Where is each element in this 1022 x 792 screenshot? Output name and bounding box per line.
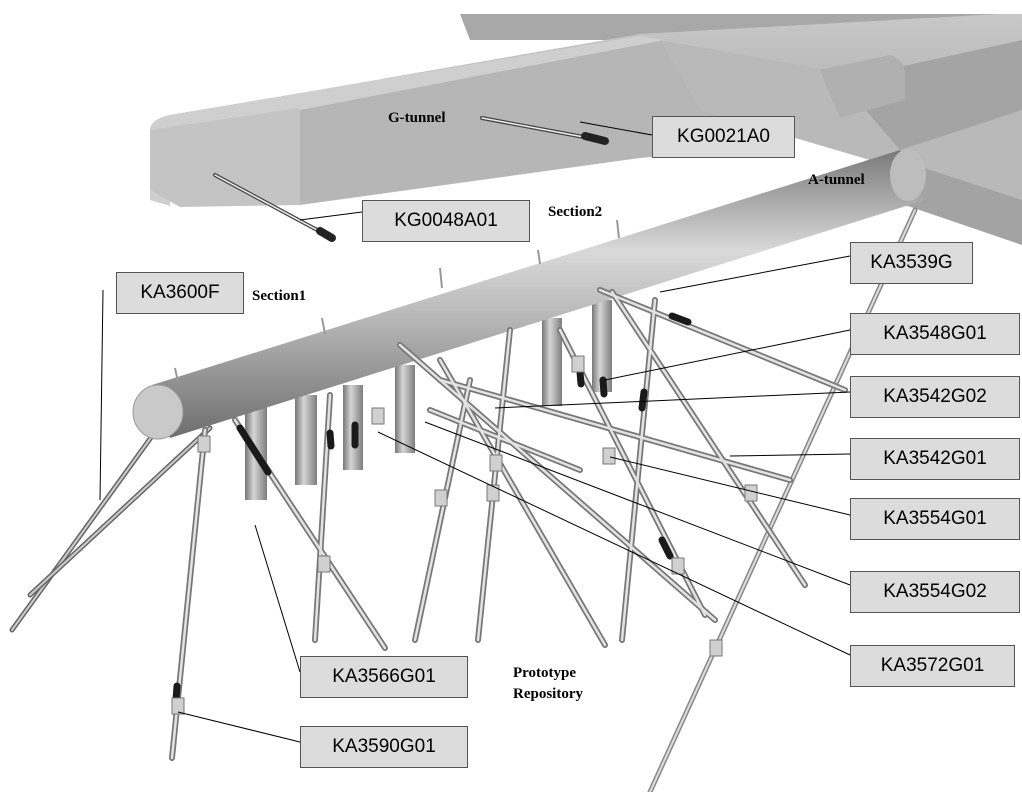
instrumented-boreholes — [169, 287, 848, 761]
prototype-label-line1: Prototype — [513, 665, 577, 681]
prototype-repository-label: Prototype Repository — [513, 663, 583, 705]
borehole-label: KA3539G — [850, 242, 973, 284]
borehole-label: KA3542G01 — [850, 438, 1020, 480]
deposition-holes — [245, 300, 612, 500]
section1-label: Section1 — [252, 288, 307, 304]
borehole-label: KA3600F — [116, 272, 244, 314]
borehole-label: KA3542G02 — [850, 376, 1020, 418]
borehole-label: KG0021A0 — [652, 116, 795, 158]
section2-label: Section2 — [548, 204, 603, 220]
a-tunnel — [132, 149, 926, 440]
borehole-label: KA3548G01 — [850, 313, 1020, 355]
borehole-label: KA3554G02 — [850, 571, 1020, 613]
leader-lines — [99, 121, 851, 743]
borehole-label: KG0048A01 — [362, 200, 530, 242]
borehole-label: KA3554G01 — [850, 498, 1020, 540]
prototype-label-line2: Repository — [513, 686, 583, 702]
g-tunnel-boreholes — [213, 116, 609, 242]
borehole-label: KA3572G01 — [850, 645, 1015, 687]
long-boreholes — [9, 207, 918, 792]
a-tunnel-label: A-tunnel — [808, 172, 865, 188]
g-tunnel-label: G-tunnel — [388, 110, 446, 126]
borehole-label: KA3590G01 — [300, 726, 468, 768]
borehole-label: KA3566G01 — [300, 656, 468, 698]
